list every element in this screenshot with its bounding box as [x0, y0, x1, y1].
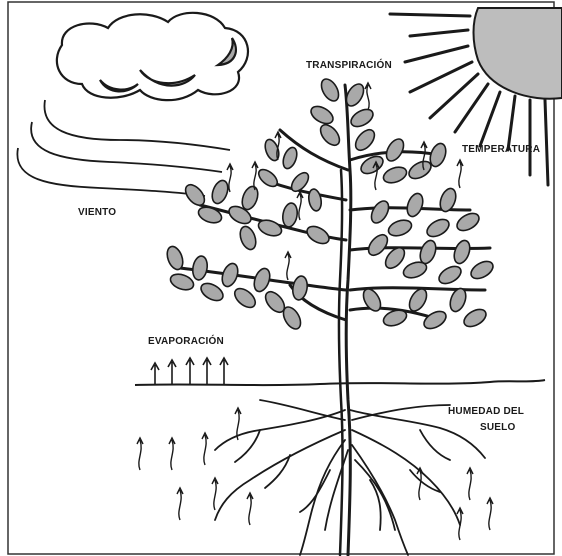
label-humedad-line1: HUMEDAD DEL	[448, 406, 524, 417]
label-transpiracion: TRANSPIRACIÓN	[306, 58, 392, 71]
leaves	[164, 76, 496, 332]
cloud-icon	[57, 13, 248, 100]
label-temperatura: TEMPERATURA	[462, 144, 540, 155]
evaporation-arrows	[151, 358, 228, 385]
label-evaporacion: EVAPORACIÓN	[148, 334, 224, 347]
label-humedad-line2: SUELO	[480, 422, 515, 433]
wind-lines	[17, 100, 230, 196]
sun-icon	[390, 8, 562, 185]
label-viento: VIENTO	[78, 207, 116, 218]
